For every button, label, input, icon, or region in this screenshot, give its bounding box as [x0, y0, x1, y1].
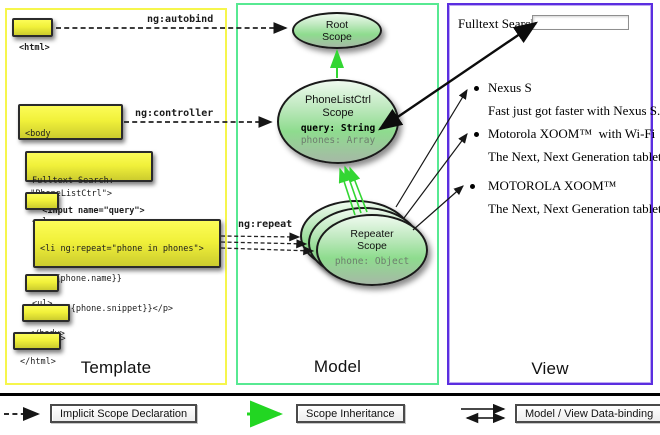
legend-scope-inheritance: Scope Inheritance [296, 404, 405, 423]
code-line: </li> [40, 334, 214, 344]
phonelistctrl-title-line2: Scope [322, 106, 354, 119]
repeater-prop-phone: phone: Object [334, 256, 410, 267]
code-line: {{phone.name}} [40, 274, 122, 284]
bullet-icon [474, 86, 479, 91]
view-column-frame [447, 3, 653, 385]
view-fulltext-search-label: Fulltext Search: [458, 16, 541, 31]
repeater-scope-ellipse-front: Repeater Scope phone: Object [316, 214, 428, 286]
model-column-label: Model [313, 357, 362, 376]
code-line: <html> [19, 43, 50, 53]
view-item-title: MOTOROLA XOOM™ [488, 178, 617, 193]
code-line: <body [25, 129, 51, 139]
view-item-desc: The Next, Next Generation tablet. [488, 201, 660, 216]
phonelistctrl-scope-ellipse: PhoneListCtrl Scope query: String phones… [277, 79, 399, 164]
code-line: "PhoneListCtrl"> [25, 189, 112, 199]
view-item-desc: The Next, Next Generation tablet. [488, 149, 660, 164]
code-box-html-close: </html> [13, 332, 61, 367]
template-column-label: Template [80, 358, 152, 377]
code-box-html-open: <html> [12, 18, 53, 53]
view-item-title: Motorola XOOM™ with Wi-Fi [488, 126, 656, 141]
code-box-fulltext-search: Fulltext Search: <input name="query"> [25, 151, 153, 216]
root-scope-title-line1: Root [325, 18, 349, 31]
model-column-frame [236, 3, 439, 385]
repeater-title-line1: Repeater [350, 228, 394, 240]
code-line: <input name="query"> [32, 206, 145, 216]
root-scope-ellipse: Root Scope [292, 12, 382, 49]
template-column-frame [5, 8, 227, 385]
repeater-title-line2: Scope [357, 240, 387, 252]
view-item-desc: Fast just got faster with Nexus S. [488, 103, 660, 118]
code-line: <li ng:repeat="phone in phones"> [40, 244, 204, 254]
view-column-label: View [531, 359, 569, 378]
code-line: <p>{{phone.snippet}}</p> [40, 304, 174, 314]
code-box-li-repeat: <li ng:repeat="phone in phones"> {{phone… [33, 219, 221, 344]
code-box-body-close: </body> [22, 304, 70, 339]
phonelistctrl-title-line1: PhoneListCtrl [304, 94, 372, 106]
bullet-icon [470, 184, 475, 189]
code-line: </html> [20, 357, 56, 367]
root-scope-title-line2: Scope [322, 30, 352, 43]
code-box-body-open: <body ng:controller= "PhoneListCtrl"> [18, 104, 123, 199]
legend-implicit-scope-declaration: Implicit Scope Declaration [50, 404, 198, 423]
code-box-ul-open-2: <ul> [25, 274, 59, 309]
code-line: Fulltext Search: [32, 176, 114, 186]
legend-separator-line [0, 393, 660, 396]
phonelistctrl-prop-query: query: String [300, 123, 376, 134]
ng-autobind-label: ng:autobind [147, 14, 214, 25]
fulltext-search-input[interactable] [532, 15, 629, 30]
legend-model-view-data-binding: Model / View Data-binding [515, 404, 660, 423]
ng-controller-label: ng:controller [135, 108, 214, 119]
phonelistctrl-prop-phones: phones: Array [300, 134, 376, 146]
code-box-ul-open: <ul> [25, 192, 59, 227]
ng-repeat-label: ng:repeat [238, 219, 293, 230]
bullet-icon [474, 132, 479, 137]
view-item-title: Nexus S [488, 80, 532, 95]
